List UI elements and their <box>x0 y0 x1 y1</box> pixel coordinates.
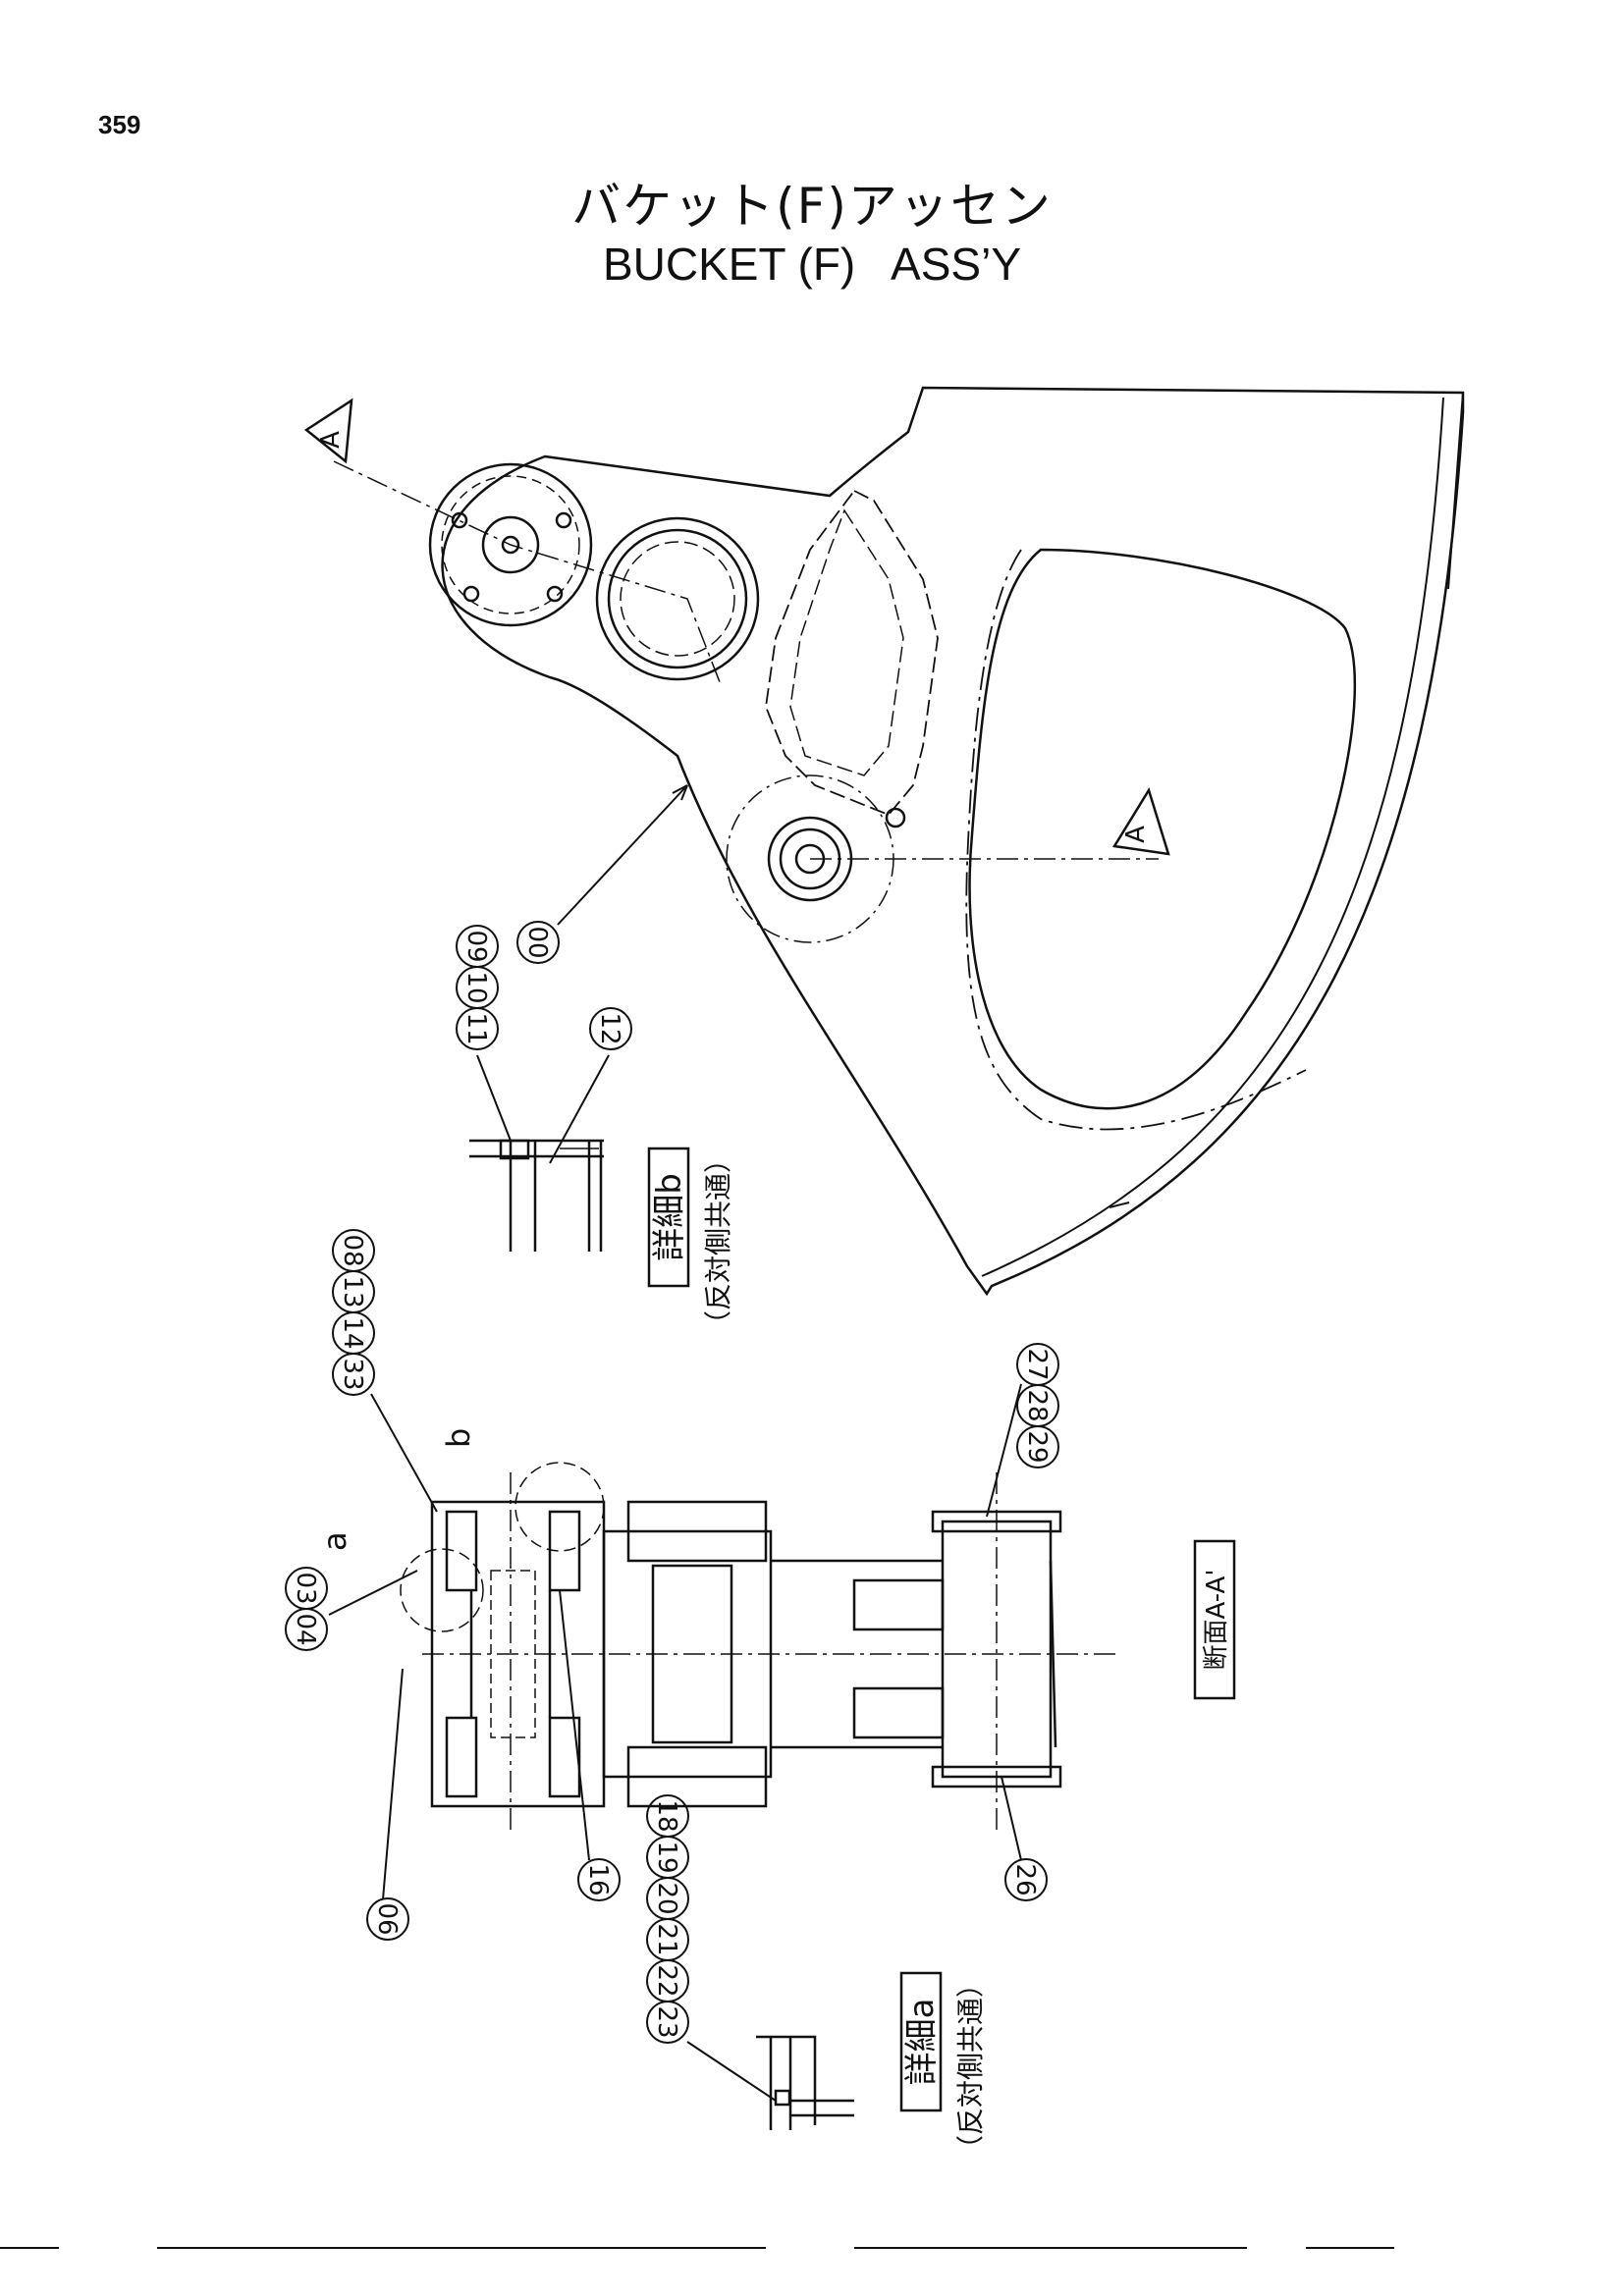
callout-13: 13 <box>332 1270 375 1313</box>
callout-33: 33 <box>332 1353 375 1396</box>
callout-label: 20 <box>652 1882 681 1914</box>
title-english: BUCKET (F) ASS’Y <box>602 239 1022 290</box>
callout-16: 16 <box>577 1858 621 1901</box>
section-marker-a-top: A <box>316 431 346 449</box>
callout-label: 14 <box>338 1316 367 1349</box>
detail-b-leader-letter: b <box>440 1428 477 1448</box>
callout-06: 06 <box>366 1897 409 1941</box>
title-japanese: バケット(F)アッセン <box>571 178 1053 235</box>
section-marker-a-right: A <box>1121 826 1151 843</box>
detail-a-leader-letter: a <box>316 1531 353 1551</box>
section-a-a-drawing <box>328 1383 1119 1900</box>
callout-18: 18 <box>646 1794 689 1838</box>
section-arrow-a-right <box>1111 786 1170 856</box>
callout-label: 28 <box>1022 1389 1052 1421</box>
detail-b-note: （反対側共通） <box>702 1146 734 1338</box>
callout-27: 27 <box>1016 1343 1059 1386</box>
callout-label: 10 <box>461 971 491 1003</box>
callout-label: 12 <box>595 1012 624 1044</box>
callout-26: 26 <box>1004 1858 1048 1901</box>
callout-label: 18 <box>652 1799 681 1832</box>
callout-label: 19 <box>652 1841 681 1873</box>
callout-20: 20 <box>646 1877 689 1920</box>
callout-14: 14 <box>332 1311 375 1355</box>
page-number: 359 <box>98 110 141 139</box>
callout-29: 29 <box>1016 1425 1059 1468</box>
detail-b-drawing <box>469 1054 610 1252</box>
callout-03: 03 <box>285 1567 328 1610</box>
callout-21: 21 <box>646 1918 689 1961</box>
callout-04: 04 <box>285 1608 328 1651</box>
detail-a-label: 詳細a <box>902 1999 942 2086</box>
callout-label: 29 <box>1022 1430 1052 1463</box>
callout-label: 22 <box>652 1964 681 1997</box>
callout-23: 23 <box>646 2001 689 2044</box>
callout-label: 06 <box>372 1902 402 1935</box>
callout-label: 21 <box>652 1923 681 1955</box>
section-label: 断面A-A' <box>1202 1570 1231 1671</box>
callout-22: 22 <box>646 1959 689 2002</box>
callout-label: 04 <box>291 1613 320 1645</box>
section-label-box: 断面A-A' <box>1193 1539 1236 1700</box>
callout-10: 10 <box>456 966 499 1009</box>
callout-label: 08 <box>338 1234 367 1266</box>
callout-11: 11 <box>456 1007 499 1050</box>
callout-label: 26 <box>1010 1863 1040 1896</box>
callout-label: 03 <box>291 1572 320 1604</box>
detail-b-label-box: 詳細b （反対側共通） <box>647 1146 734 1338</box>
callout-label: 16 <box>583 1863 613 1896</box>
callout-12: 12 <box>589 1007 632 1050</box>
callout-19: 19 <box>646 1836 689 1879</box>
callout-label: 33 <box>338 1358 367 1390</box>
callout-label: 23 <box>652 2005 681 2038</box>
callout-label: 09 <box>461 930 491 962</box>
detail-a-drawing <box>686 2035 854 2130</box>
detail-a-label-box: 詳細a （反対側共通） <box>899 1970 987 2163</box>
detail-b-label: 詳細b <box>650 1173 689 1261</box>
callout-label: 11 <box>461 1012 491 1044</box>
detail-a-note: （反対側共通） <box>954 1970 987 2163</box>
callout-28: 28 <box>1016 1384 1059 1427</box>
bucket-side-view <box>333 386 1465 1297</box>
callout-00: 00 <box>516 921 560 964</box>
callout-layer: 00 11 10 09 12 33 14 13 08 04 03 27 28 29 06 16 26 23 22 21… <box>285 921 1059 2044</box>
callout-09: 09 <box>456 925 499 968</box>
callout-label: 13 <box>338 1275 367 1308</box>
callout-label: 27 <box>1022 1348 1052 1380</box>
callout-label: 00 <box>522 926 552 958</box>
section-arrow-a-top <box>303 398 353 464</box>
callout-08: 08 <box>332 1229 375 1272</box>
